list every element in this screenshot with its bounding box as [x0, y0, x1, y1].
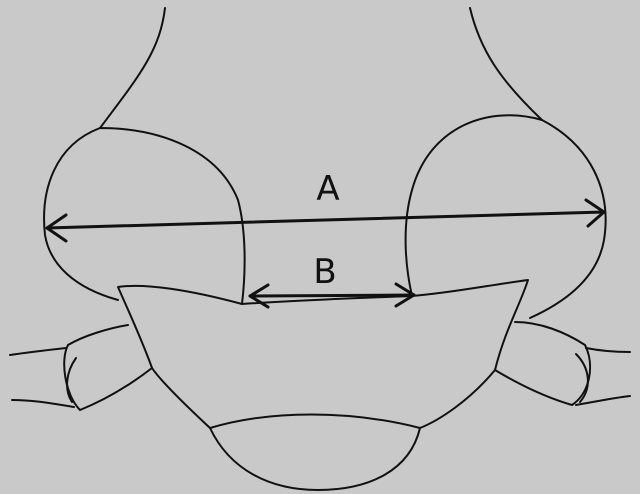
label-a: A — [316, 169, 339, 209]
labrum-outline — [210, 428, 420, 490]
left-eye-outline — [44, 128, 245, 304]
right-appendage-tip — [576, 348, 630, 405]
left-stalk-outline — [100, 8, 165, 128]
frontal-plate-outline — [118, 280, 528, 428]
left-appendage-outline — [64, 325, 152, 410]
right-appendage-outline — [495, 322, 590, 405]
label-b: B — [313, 252, 336, 292]
right-stalk-outline — [470, 8, 542, 120]
